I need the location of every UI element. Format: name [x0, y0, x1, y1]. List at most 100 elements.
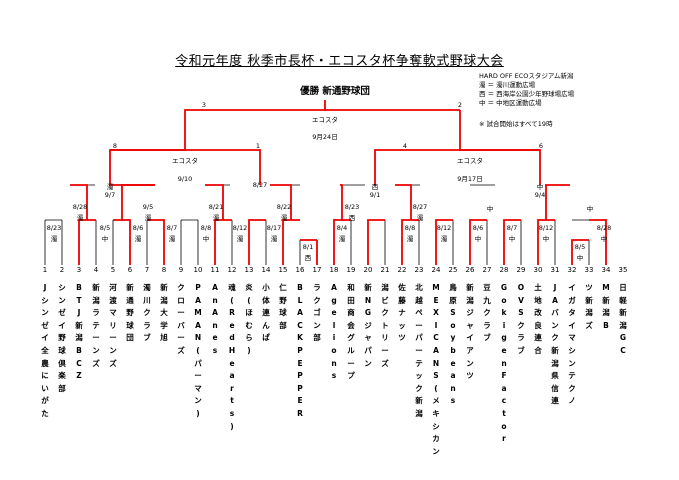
r1-venue: 中	[508, 235, 516, 243]
r1-venue: 濁	[236, 235, 244, 243]
q-venue: 濁	[106, 183, 114, 191]
r1-venue: 中	[202, 235, 210, 243]
team-name: 新潟大学旭	[160, 283, 168, 343]
r1-date: 8/5	[99, 224, 111, 232]
q-date: 9/4	[534, 191, 546, 199]
team-number: 1	[42, 266, 48, 274]
team-number: 6	[127, 266, 133, 274]
team-number: 32	[567, 266, 577, 274]
team-number: 23	[414, 266, 424, 274]
r1-venue: 西	[304, 254, 312, 262]
r1-date: 8/8	[404, 224, 416, 232]
q-venue: 中	[536, 183, 544, 191]
team-number: 20	[363, 266, 373, 274]
team-name: 新通野球団	[126, 283, 134, 343]
team-number: 15	[278, 266, 288, 274]
team-number: 24	[431, 266, 441, 274]
score: 1	[255, 142, 261, 150]
team-name: 濁川クラブ	[143, 283, 151, 343]
semi-date: 9月17日	[457, 175, 483, 183]
team-number: 14	[261, 266, 271, 274]
r1-date: 8/7	[166, 224, 178, 232]
r2-venue: 濁	[76, 214, 84, 222]
team-name: 河渡マリーンズ	[109, 283, 117, 368]
score: 8	[112, 142, 118, 150]
team-number: 12	[227, 266, 237, 274]
r2-venue: 濁	[212, 214, 220, 222]
champion-label: 優勝 新通野球団	[300, 86, 370, 97]
r2-venue: 西	[348, 214, 356, 222]
team-number: 30	[533, 266, 543, 274]
q-date: 9/7	[104, 191, 116, 199]
legend-line: 西 ＝ 西海岸公園少年野球場広場	[479, 90, 575, 98]
r1-venue: 中	[474, 235, 482, 243]
team-name: 潟ビクトリーズ	[381, 283, 389, 368]
semi-venue: エコスタ	[172, 157, 198, 165]
r1-date: 8/17	[266, 224, 282, 232]
r1-venue: 濁	[440, 235, 448, 243]
r1-date: 8/8	[200, 224, 212, 232]
semi-date: 9/10	[177, 175, 193, 183]
r1-venue: 中	[576, 254, 584, 262]
team-number: 28	[499, 266, 509, 274]
r1-date: 8/6	[132, 224, 144, 232]
r2-venue: 濁	[280, 214, 288, 222]
r1-date: 8/23	[46, 224, 62, 232]
team-name: 炎(ほむら)	[245, 283, 253, 355]
r1-date: 8/28	[596, 224, 612, 232]
team-number: 3	[76, 266, 82, 274]
r2-date: 8/23	[344, 203, 360, 211]
team-number: 9	[178, 266, 184, 274]
r1-date: 8/6	[472, 224, 484, 232]
team-name: 土地改良連合	[534, 283, 542, 355]
team-name: シンゼイ野球倶楽部	[58, 283, 66, 393]
r1-venue: 濁	[134, 235, 142, 243]
r2-venue: 濁	[144, 214, 152, 222]
r1-venue: 中	[542, 235, 550, 243]
team-name: ラクゴン部	[313, 283, 321, 343]
r1-date: 8/1	[302, 243, 314, 251]
team-number: 27	[482, 266, 492, 274]
q-date: 9/1	[369, 191, 381, 199]
team-number: 34	[601, 266, 611, 274]
q-venue: 8/27	[252, 181, 268, 189]
team-number: 33	[584, 266, 594, 274]
team-number: 7	[144, 266, 150, 274]
team-number: 21	[380, 266, 390, 274]
legend-line: 濁 ＝ 濁川運動広場	[479, 81, 536, 89]
r2-date: 8/28	[72, 203, 88, 211]
team-name: イガタイマシンテクノ	[568, 283, 576, 406]
r2-date: 8/21	[208, 203, 224, 211]
team-name: 新潟ジャイアンツ	[466, 283, 474, 381]
team-number: 25	[448, 266, 458, 274]
r1-venue: 濁	[168, 235, 176, 243]
score: 4	[402, 142, 408, 150]
r2-date: 9/5	[142, 203, 154, 211]
r1-date: 8/7	[506, 224, 518, 232]
r1-venue: 濁	[270, 235, 278, 243]
team-name: 小体連んぱ	[262, 283, 270, 343]
team-number: 31	[550, 266, 560, 274]
r1-date: 8/4	[336, 224, 348, 232]
team-name: 北越ペーパーテック新潟	[415, 283, 423, 418]
team-number: 17	[312, 266, 322, 274]
legend-note: ※ 試合開始はすべて19時	[479, 120, 553, 128]
team-number: 26	[465, 266, 475, 274]
team-number: 16	[295, 266, 305, 274]
team-number: 11	[210, 266, 220, 274]
team-name: 和田商会グループ	[347, 283, 355, 381]
